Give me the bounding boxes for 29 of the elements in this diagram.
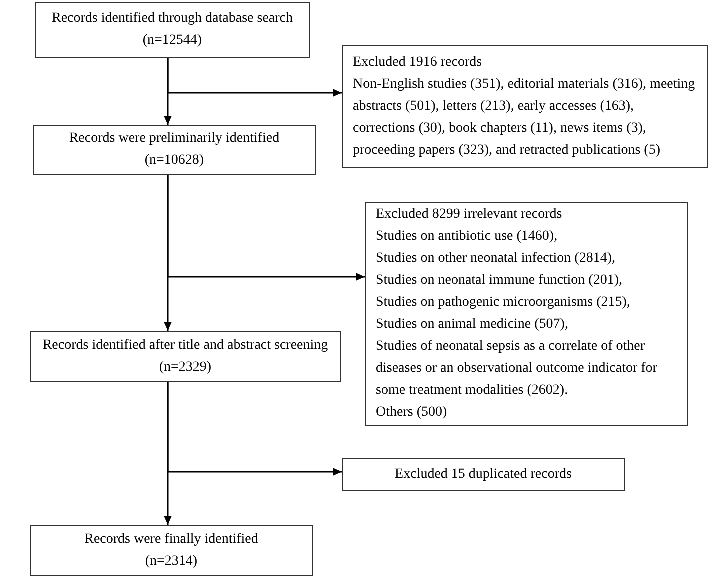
box-text: (n=10628): [144, 152, 204, 170]
box-text: Studies on other neonatal infection (2814),: [376, 250, 616, 268]
box-text: Studies on pathogenic microorganisms (215),: [376, 294, 630, 312]
box-heading: Excluded 15 duplicated records: [395, 466, 572, 484]
process-box: [365, 202, 688, 426]
box-heading: Excluded 1916 records: [353, 54, 482, 72]
box-heading: Records were finally identified: [84, 530, 258, 548]
process-box: [342, 45, 708, 168]
process-box: [35, 2, 310, 58]
process-box: [342, 458, 625, 491]
box-text: Studies on antibiotic use (1460),: [376, 228, 558, 246]
box-text: Studies of neonatal sepsis as a correlate of other diseases or an observational outcome indicator for some treatment modalities (2602).: [376, 338, 658, 400]
box-heading: Records identified after title and abstract screening: [42, 336, 328, 354]
arrow: [167, 58, 342, 97]
box-heading: Records identified through database search: [52, 10, 294, 28]
box-heading: Records were preliminarily identified: [69, 130, 280, 148]
box-text: Studies on neonatal immune function (201),: [376, 272, 623, 290]
process-box: [30, 331, 341, 382]
box-text: Non-English studies (351), editorial materials (316), meeting abstracts (501), letters (213), early accesses (163), corrections (30), book chapters (11), news items (3), proceeding papers (323), and retracted publications (5): [353, 76, 696, 160]
arrow: [167, 175, 365, 281]
arrow: [167, 382, 342, 476]
box-text: Others (500): [376, 404, 448, 422]
process-box: [33, 125, 316, 175]
process-box: [30, 525, 313, 576]
box-text: Studies on animal medicine (507),: [376, 316, 568, 334]
box-heading: Excluded 8299 irrelevant records: [376, 206, 562, 224]
box-text: (n=12544): [142, 32, 202, 50]
box-text: (n=2314): [145, 552, 198, 570]
box-text: (n=2329): [159, 358, 212, 376]
